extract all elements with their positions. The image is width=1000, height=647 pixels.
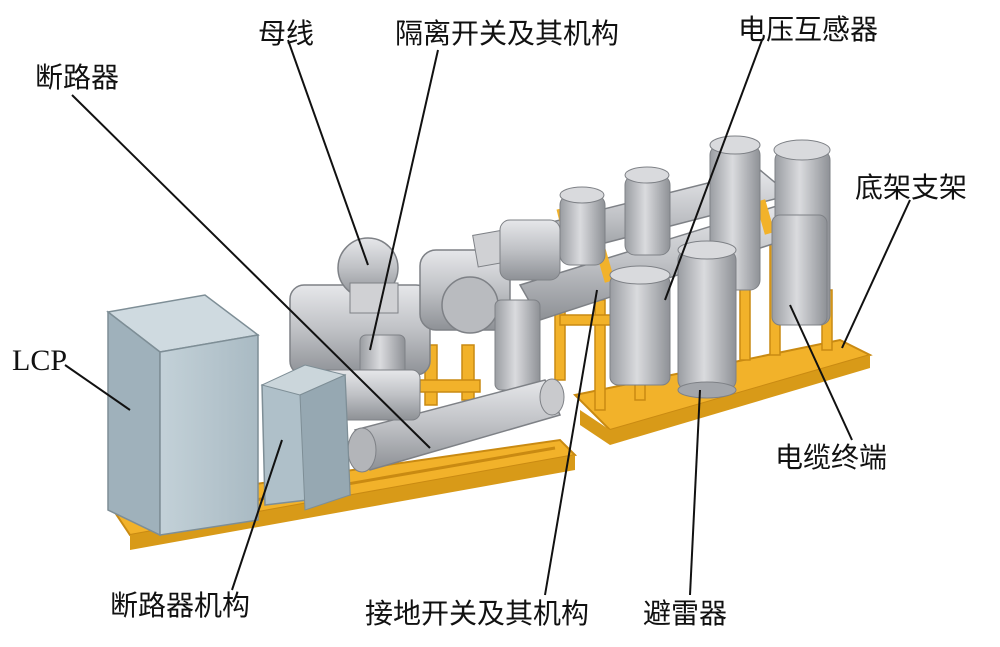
cable-termination-body: [771, 214, 828, 326]
label-earthing-switch: 接地开关及其机构: [365, 597, 590, 630]
label-cable-termination: 电缆终端: [775, 441, 888, 474]
lcp-cabinet: [106, 294, 260, 537]
label-circuit-breaker: 断路器: [35, 61, 120, 94]
label-breaker-mechanism: 断路器机构: [110, 589, 251, 622]
label-surge-arrester: 避雷器: [643, 597, 728, 630]
label-voltage-transformer: 电压互感器: [738, 13, 879, 46]
voltage-transformer-bodies: [609, 265, 671, 386]
leader-lines: [64, 39, 911, 596]
label-disconnector: 隔离开关及其机构: [395, 17, 620, 50]
disconnector-housing: [289, 219, 561, 396]
surge-arrester-body: [677, 240, 737, 399]
breaker-mechanism-box: [260, 364, 351, 511]
label-busbar: 母线: [258, 17, 315, 50]
label-base-frame: 底架支架: [855, 171, 968, 204]
label-lcp: LCP: [12, 344, 68, 377]
